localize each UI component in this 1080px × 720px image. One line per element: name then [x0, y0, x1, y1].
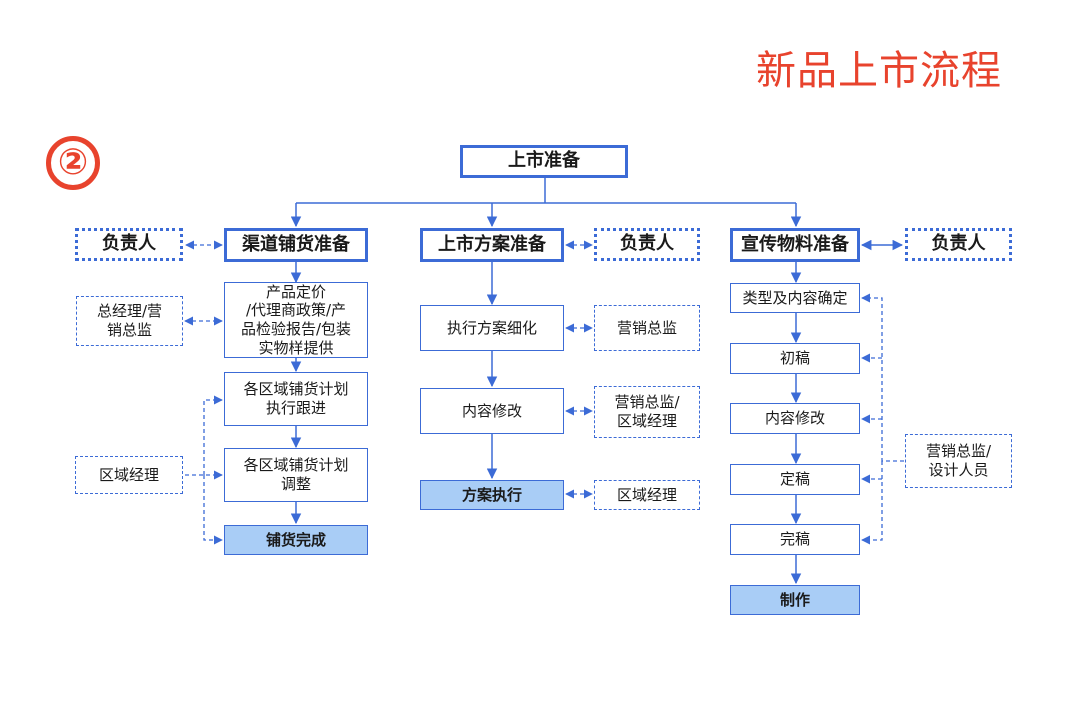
material-step-5: 完稿: [730, 524, 860, 555]
plan-step-final: 方案执行: [420, 480, 564, 510]
channel-head: 渠道铺货准备: [224, 228, 368, 262]
plan-responsible-3: 区域经理: [594, 480, 700, 510]
channel-step-final: 铺货完成: [224, 525, 368, 555]
root-label: 上市准备: [508, 150, 580, 172]
plan-responsible-2: 营销总监/ 区域经理: [594, 386, 700, 438]
c3-resp-trunk: [861, 293, 904, 462]
material-responsible-1: 营销总监/ 设计人员: [905, 434, 1012, 488]
plan-step-2: 内容修改: [420, 388, 564, 434]
c3-resp-trunk-down: [861, 461, 883, 545]
plan-step-1: 执行方案细化: [420, 305, 564, 351]
material-step-3: 内容修改: [730, 403, 860, 434]
material-head: 宣传物料准备: [730, 228, 860, 262]
material-step-2: 初稿: [730, 343, 860, 374]
channel-responsible-1: 总经理/营 销总监: [76, 296, 183, 346]
plan-responsible-1: 营销总监: [594, 305, 700, 351]
channel-owner: 负责人: [75, 228, 183, 261]
plan-head: 上市方案准备: [420, 228, 564, 262]
step-number-marker: ②: [46, 136, 100, 190]
channel-step-2: 各区域铺货计划 执行跟进: [224, 372, 368, 426]
material-step-4: 定稿: [730, 464, 860, 495]
material-step-final: 制作: [730, 585, 860, 615]
material-owner: 负责人: [905, 228, 1012, 261]
material-step-1: 类型及内容确定: [730, 283, 860, 313]
channel-responsible-2: 区域经理: [75, 456, 183, 494]
c1-resp-branch-up: [203, 395, 223, 475]
root-node: 上市准备: [460, 145, 628, 178]
c1-resp-branch-down: [203, 475, 223, 545]
plan-owner: 负责人: [594, 228, 700, 261]
channel-step-1: 产品定价 /代理商政策/产 品检验报告/包装 实物样提供: [224, 282, 368, 358]
page-title: 新品上市流程: [756, 48, 1002, 94]
channel-step-3: 各区域铺货计划 调整: [224, 448, 368, 502]
